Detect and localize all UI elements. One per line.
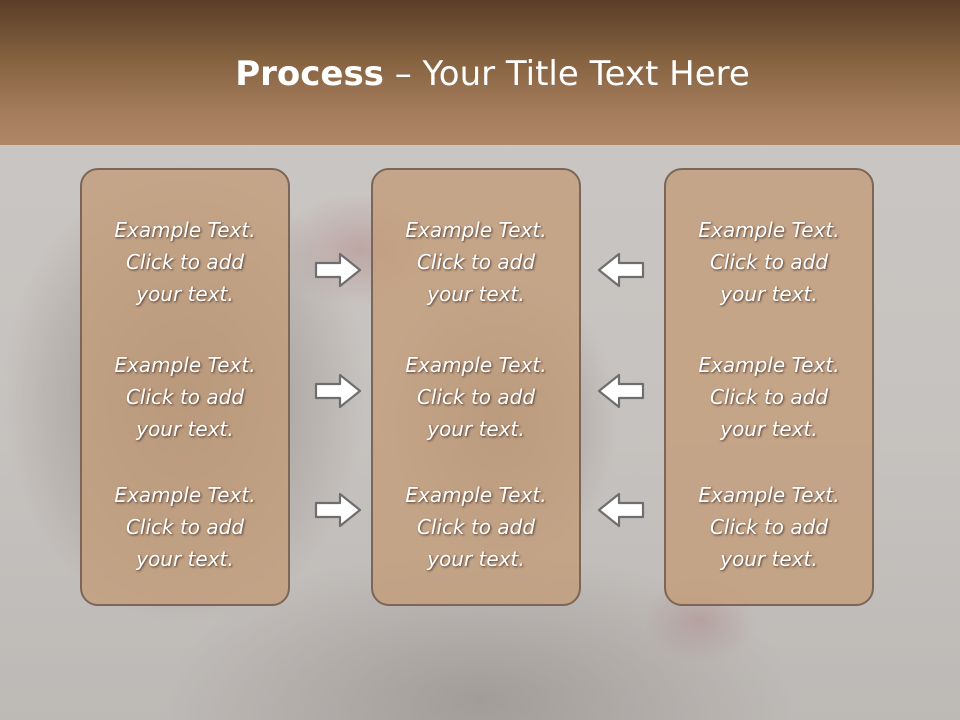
text-line: Click to add <box>125 515 245 539</box>
title-bar: Process – Your Title Text Here <box>0 0 960 145</box>
text-line: Click to add <box>416 515 536 539</box>
slide-title[interactable]: Process – Your Title Text Here <box>0 52 960 96</box>
text-line: your text. <box>720 547 818 571</box>
text-placeholder[interactable]: Example Text. Click to add your text. <box>82 349 288 445</box>
text-line: your text. <box>136 417 234 441</box>
text-line: your text. <box>136 547 234 571</box>
text-line: Click to add <box>709 515 829 539</box>
text-placeholder[interactable]: Example Text. Click to add your text. <box>373 349 579 445</box>
process-column-left[interactable]: Example Text. Click to add your text. Ex… <box>80 168 290 606</box>
text-line: your text. <box>136 282 234 306</box>
title-rest: – Your Title Text Here <box>383 54 750 94</box>
title-bold: Process <box>235 54 384 94</box>
text-line: your text. <box>720 282 818 306</box>
text-line: your text. <box>427 547 525 571</box>
arrow-right-icon[interactable] <box>314 252 362 288</box>
process-column-right[interactable]: Example Text. Click to add your text. Ex… <box>664 168 874 606</box>
text-placeholder[interactable]: Example Text. Click to add your text. <box>373 479 579 575</box>
text-line: Click to add <box>709 385 829 409</box>
text-line: your text. <box>427 417 525 441</box>
arrow-left-icon[interactable] <box>597 373 645 409</box>
text-placeholder[interactable]: Example Text. Click to add your text. <box>82 214 288 310</box>
text-placeholder[interactable]: Example Text. Click to add your text. <box>666 214 872 310</box>
text-line: Example Text. <box>405 353 547 377</box>
text-line: your text. <box>427 282 525 306</box>
text-line: Example Text. <box>114 483 256 507</box>
text-line: your text. <box>720 417 818 441</box>
arrow-left-icon[interactable] <box>597 492 645 528</box>
text-line: Click to add <box>125 250 245 274</box>
text-line: Example Text. <box>114 353 256 377</box>
text-line: Example Text. <box>405 483 547 507</box>
text-line: Example Text. <box>698 218 840 242</box>
text-line: Example Text. <box>698 353 840 377</box>
text-line: Click to add <box>709 250 829 274</box>
text-placeholder[interactable]: Example Text. Click to add your text. <box>373 214 579 310</box>
text-line: Click to add <box>416 250 536 274</box>
arrow-left-icon[interactable] <box>597 252 645 288</box>
text-placeholder[interactable]: Example Text. Click to add your text. <box>666 349 872 445</box>
text-line: Example Text. <box>405 218 547 242</box>
arrow-right-icon[interactable] <box>314 492 362 528</box>
text-line: Click to add <box>125 385 245 409</box>
text-line: Click to add <box>416 385 536 409</box>
process-column-middle[interactable]: Example Text. Click to add your text. Ex… <box>371 168 581 606</box>
text-placeholder[interactable]: Example Text. Click to add your text. <box>82 479 288 575</box>
text-line: Example Text. <box>114 218 256 242</box>
text-line: Example Text. <box>698 483 840 507</box>
text-placeholder[interactable]: Example Text. Click to add your text. <box>666 479 872 575</box>
arrow-right-icon[interactable] <box>314 373 362 409</box>
